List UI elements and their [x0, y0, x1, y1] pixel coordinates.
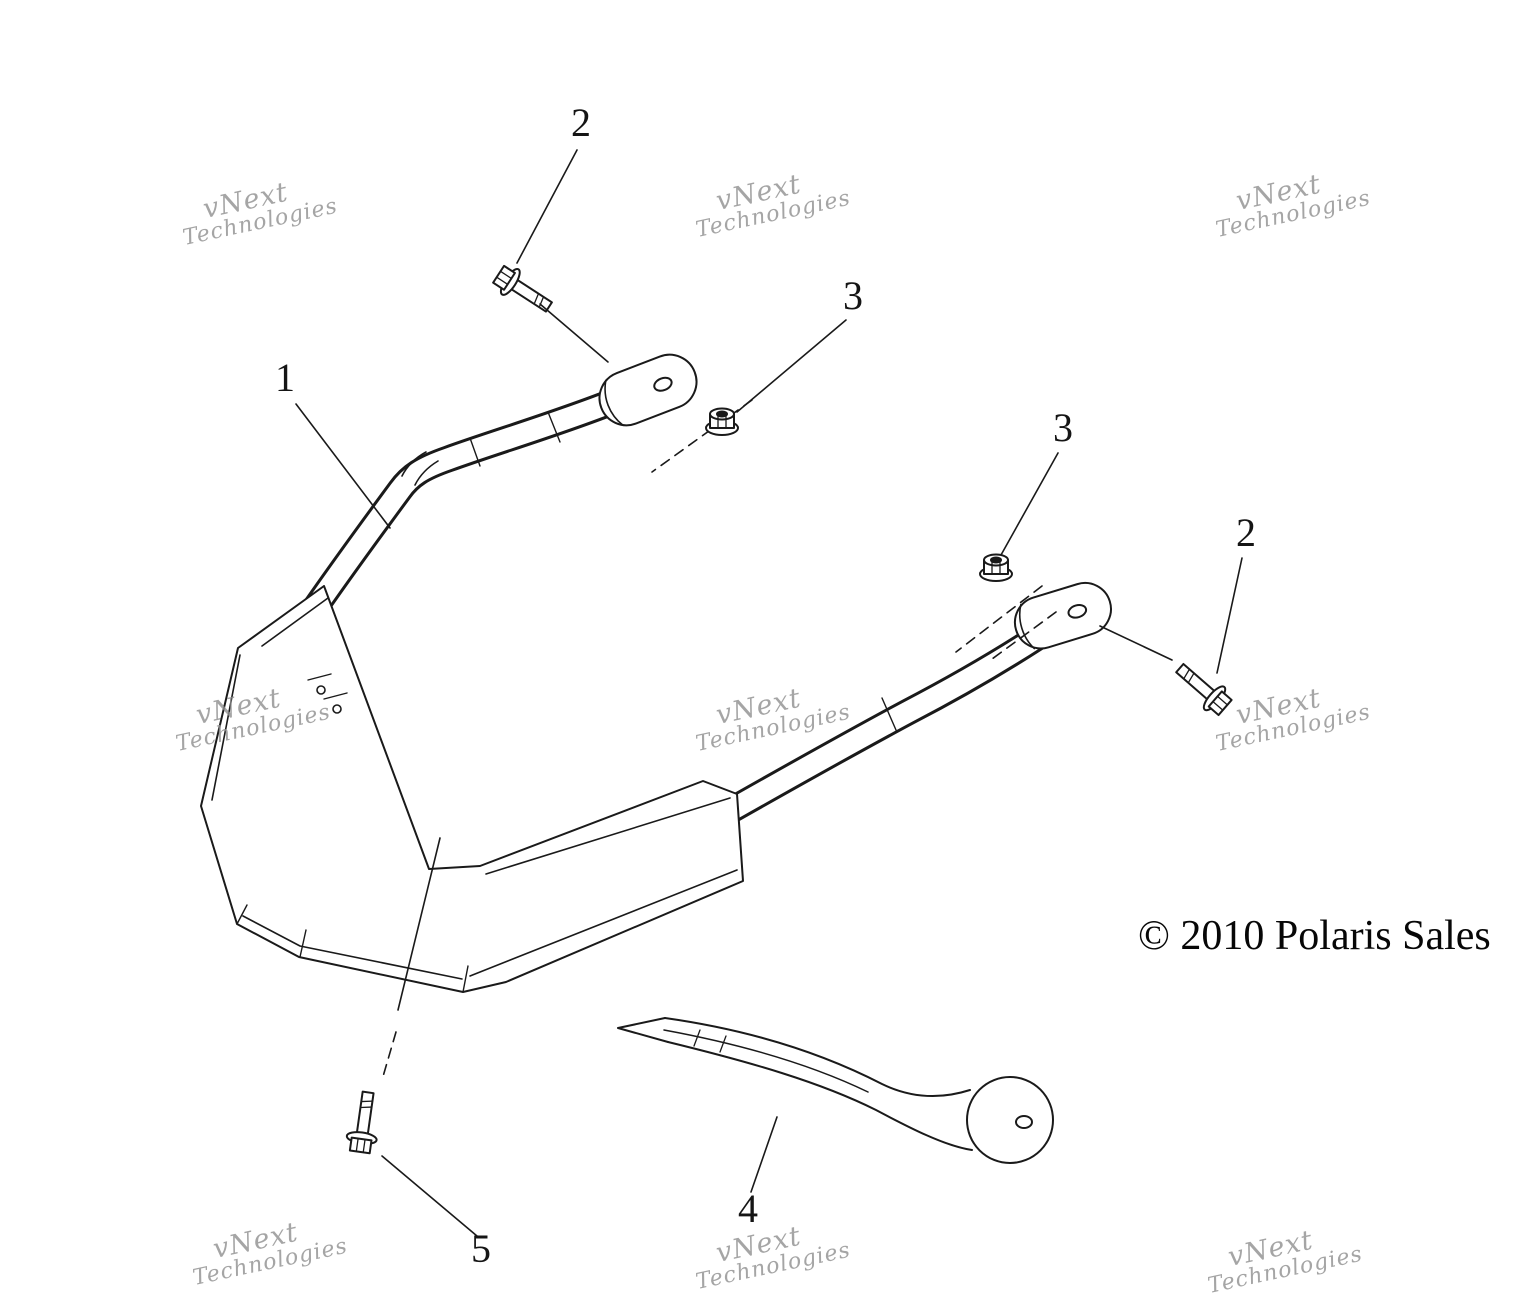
support-bracket — [617, 1017, 1054, 1164]
flange-bolt-upper — [492, 264, 553, 313]
flange-nut-right — [979, 553, 1013, 582]
copyright-notice: © 2010 Polaris Sales — [1138, 913, 1491, 959]
leader-lines — [295, 149, 1243, 1237]
callout-3-right: 3 — [1053, 405, 1073, 450]
flange-bolt-lower — [345, 1090, 378, 1155]
flange-bolt-right — [1175, 662, 1233, 717]
bumper-mount-tab-right — [1013, 581, 1112, 650]
callout-2-right: 2 — [1236, 510, 1256, 555]
flange-nut-upper — [705, 407, 739, 436]
alignment-dashes — [381, 399, 1057, 1081]
bumper-tube-right — [714, 624, 1050, 826]
callout-2-upper: 2 — [571, 100, 591, 145]
bumper-mount-tab-left — [598, 353, 698, 427]
callout-3-upper: 3 — [843, 273, 863, 318]
callout-4: 4 — [738, 1186, 758, 1231]
callout-1: 1 — [275, 355, 295, 400]
callout-5: 5 — [471, 1226, 491, 1271]
bumper-skid-plate — [200, 585, 744, 993]
